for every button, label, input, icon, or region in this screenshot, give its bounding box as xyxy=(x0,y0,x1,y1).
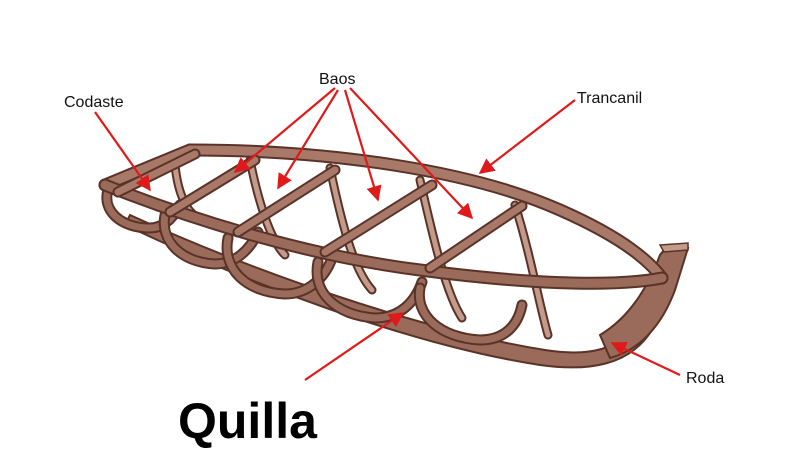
arrow-baos-1 xyxy=(233,87,336,173)
beams-baos xyxy=(112,148,528,274)
label-roda: Roda xyxy=(686,370,724,387)
arrow-trancanil xyxy=(478,99,576,174)
arrow-codaste xyxy=(94,111,151,192)
label-quilla: Quilla xyxy=(178,393,318,449)
arrow-baos-2 xyxy=(277,89,339,190)
label-trancanil: Trancanil xyxy=(577,90,642,107)
keel xyxy=(123,213,672,369)
arrow-baos-3 xyxy=(343,89,382,202)
label-codaste: Codaste xyxy=(64,94,124,111)
arrow-baos-4 xyxy=(349,87,474,220)
label-baos: Baos xyxy=(319,71,355,88)
arrow-quilla xyxy=(304,312,405,381)
arrow-roda xyxy=(610,341,681,376)
pointer-arrows xyxy=(94,87,681,381)
gunwale-trancanil xyxy=(98,143,669,290)
